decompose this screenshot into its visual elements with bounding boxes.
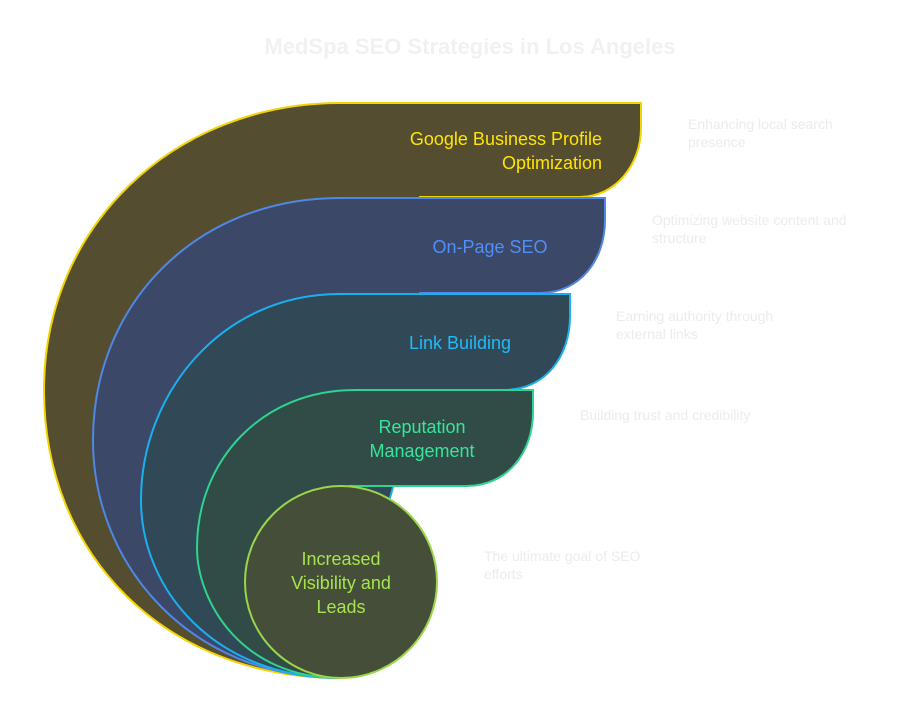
layer-label-link-building: Link Building	[408, 333, 512, 353]
layer-label-reputation-management: Reputation Management	[369, 417, 475, 461]
layer-description-link-building: Earning authority through external links	[616, 308, 774, 342]
layer-description-google-business-profile: Enhancing local search presence	[688, 116, 833, 150]
layer-label-increased-visibility: Increased Visibility and Leads	[291, 549, 391, 617]
layer-label-on-page-seo: On-Page SEO	[432, 237, 548, 257]
layer-label-google-business-profile: Google Business Profile Optimization	[409, 129, 602, 173]
layer-description-on-page-seo: Optimizing website content and structure	[652, 212, 847, 246]
layer-description-increased-visibility: The ultimate goal of SEO efforts	[484, 548, 641, 582]
diagram-title: MedSpa SEO Strategies in Los Angeles	[264, 34, 676, 59]
layer-shape-increased-visibility	[244, 485, 438, 679]
layer-description-reputation-management: Building trust and credibility	[580, 407, 751, 423]
